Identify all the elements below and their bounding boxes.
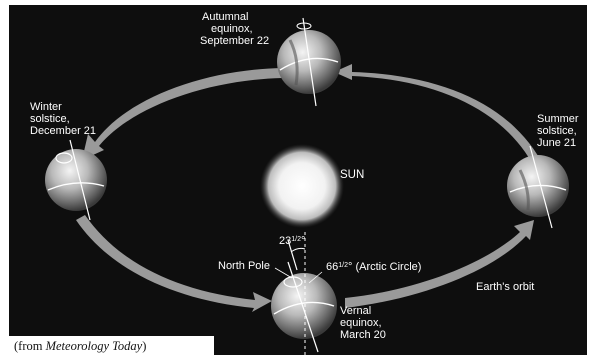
svg-text:Autumnal: Autumnal (202, 11, 248, 23)
svg-text:Summer: Summer (537, 113, 579, 125)
axis-line (287, 239, 298, 271)
sun-label: SUN (340, 169, 364, 181)
svg-text:March 20: March 20 (340, 329, 386, 341)
label-winter-solstice: Winter solstice, December 21 (30, 101, 96, 137)
north-pole-pointer (274, 267, 293, 279)
tilt-angle-arc (290, 247, 306, 253)
label-autumnal-equinox: Autumnal equinox, September 22 (200, 11, 269, 47)
orbit-arrow-vernal-to-summer (345, 220, 534, 308)
earth-vernal-equinox (271, 261, 337, 353)
orbit-arrow-autumn-to-winter (82, 68, 282, 160)
credit-background (9, 336, 214, 356)
north-pole-label: North Pole (218, 260, 270, 272)
svg-text:equinox,: equinox, (211, 23, 253, 35)
earth-summer-solstice (507, 145, 569, 229)
orbit-label: Earth's orbit (476, 281, 534, 293)
svg-text:Vernal: Vernal (340, 305, 371, 317)
orbit-arrow-winter-to-vernal (76, 215, 272, 312)
tilt-indicator: 231/2° (279, 232, 306, 356)
label-vernal-equinox: Vernal equinox, March 20 (340, 305, 386, 341)
tilt-angle-label: 231/2° (279, 235, 305, 247)
svg-text:solstice,: solstice, (537, 125, 577, 137)
earth-orbit (76, 64, 548, 312)
svg-text:equinox,: equinox, (340, 317, 382, 329)
svg-text:June 21: June 21 (537, 137, 576, 149)
orbit-arrow-summer-to-autumn (334, 64, 548, 175)
svg-text:solstice,: solstice, (30, 113, 70, 125)
label-summer-solstice: Summer solstice, June 21 (537, 113, 579, 149)
svg-text:September 22: September 22 (200, 35, 269, 47)
svg-text:Winter: Winter (30, 101, 62, 113)
arctic-circle-pointer (308, 271, 323, 284)
svg-text:December 21: December 21 (30, 125, 96, 137)
sun (260, 144, 344, 228)
earth-autumnal-equinox (277, 17, 341, 107)
credit-text: (from Meteorology Today) (14, 339, 146, 353)
arctic-circle-label: 661/2° (Arctic Circle) (326, 261, 421, 273)
earth-winter-solstice (45, 139, 107, 221)
